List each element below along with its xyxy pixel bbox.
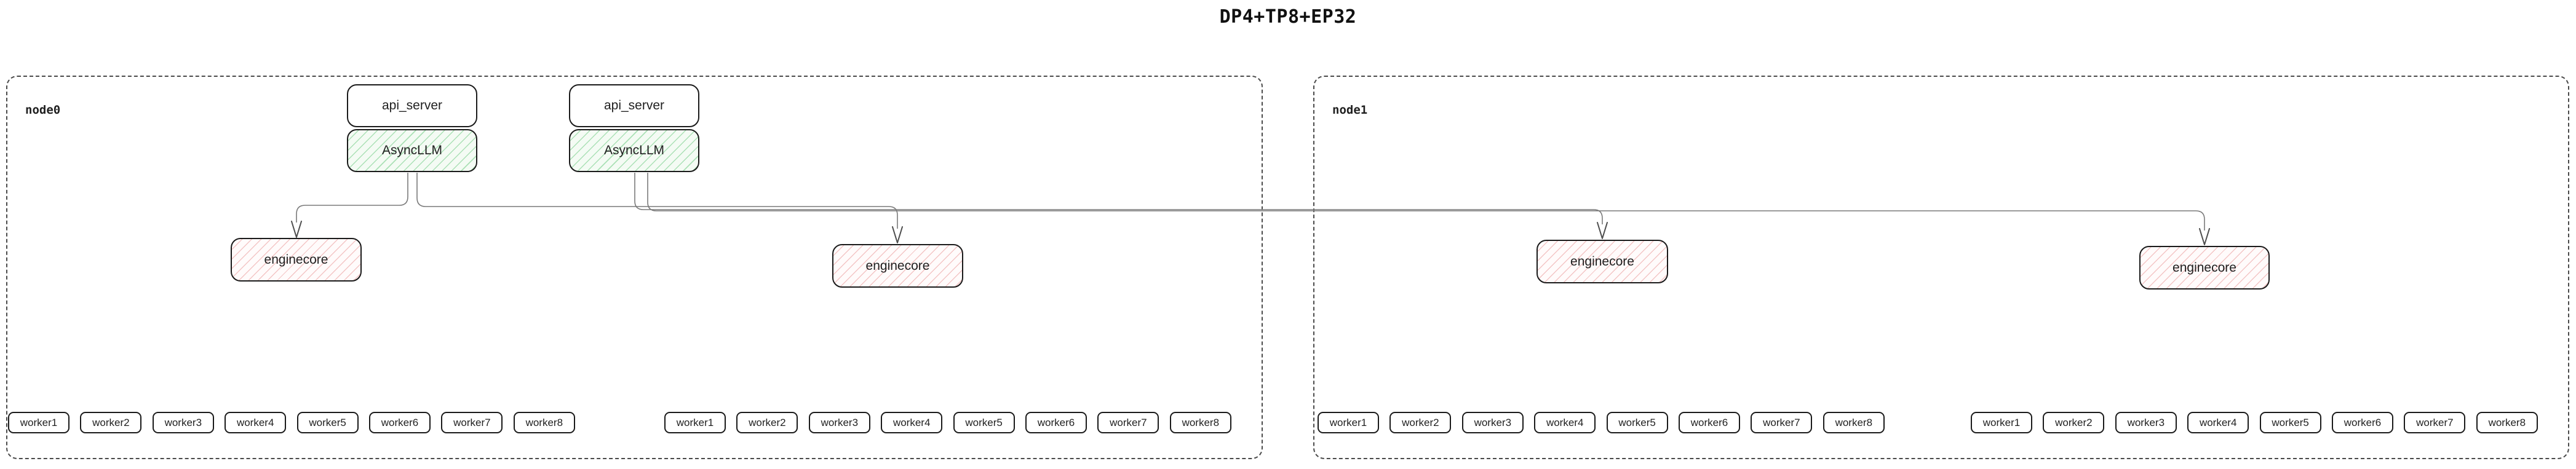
worker-box: worker6: [2332, 412, 2393, 433]
worker-box: worker7: [1097, 412, 1159, 433]
worker-box: worker8: [513, 412, 575, 433]
worker-box: worker6: [369, 412, 431, 433]
worker-box: worker4: [1534, 412, 1596, 433]
enginecore-box-2: enginecore: [832, 244, 963, 288]
worker-box: worker6: [1025, 412, 1087, 433]
worker-box: worker7: [2404, 412, 2466, 433]
worker-box: worker3: [1461, 412, 1524, 433]
worker-box: worker5: [2259, 412, 2321, 433]
worker-box: worker4: [881, 412, 943, 433]
worker-box: worker1: [1318, 412, 1379, 433]
enginecore-box-4: enginecore: [2139, 246, 2270, 290]
worker-box: worker1: [1971, 412, 2032, 433]
worker-box: worker1: [8, 412, 70, 433]
node0-label: node0: [25, 103, 61, 117]
diagram-title: DP4+TP8+EP32: [1219, 6, 1357, 28]
worker-box: worker5: [296, 412, 359, 433]
worker-box: worker5: [953, 412, 1015, 433]
enginecore-box-1: enginecore: [231, 238, 362, 282]
worker-box: worker4: [2187, 412, 2249, 433]
worker-box: worker7: [441, 412, 503, 433]
worker-box: worker3: [2115, 412, 2177, 433]
worker-box: worker3: [808, 412, 870, 433]
asyncllm-box-2: AsyncLLM: [569, 129, 699, 172]
node0-container: [6, 76, 1263, 459]
worker-box: worker2: [2043, 412, 2105, 433]
worker-box: worker3: [152, 412, 214, 433]
api-server-box-1: api_server: [347, 84, 477, 127]
worker-box: worker2: [736, 412, 798, 433]
worker-box: worker1: [664, 412, 726, 433]
api-server-box-2: api_server: [569, 84, 699, 127]
worker-box: worker5: [1606, 412, 1668, 433]
worker-box: worker8: [1169, 412, 1231, 433]
worker-box: worker2: [80, 412, 142, 433]
worker-box: worker8: [1823, 412, 1885, 433]
worker-box: worker8: [2476, 412, 2538, 433]
worker-box: worker7: [1751, 412, 1813, 433]
node1-label: node1: [1332, 103, 1368, 117]
asyncllm-box-1: AsyncLLM: [347, 129, 477, 172]
worker-box: worker6: [1679, 412, 1740, 433]
worker-box: worker2: [1389, 412, 1452, 433]
worker-box: worker4: [225, 412, 287, 433]
enginecore-box-3: enginecore: [1536, 240, 1668, 283]
node1-container: [1313, 76, 2569, 459]
